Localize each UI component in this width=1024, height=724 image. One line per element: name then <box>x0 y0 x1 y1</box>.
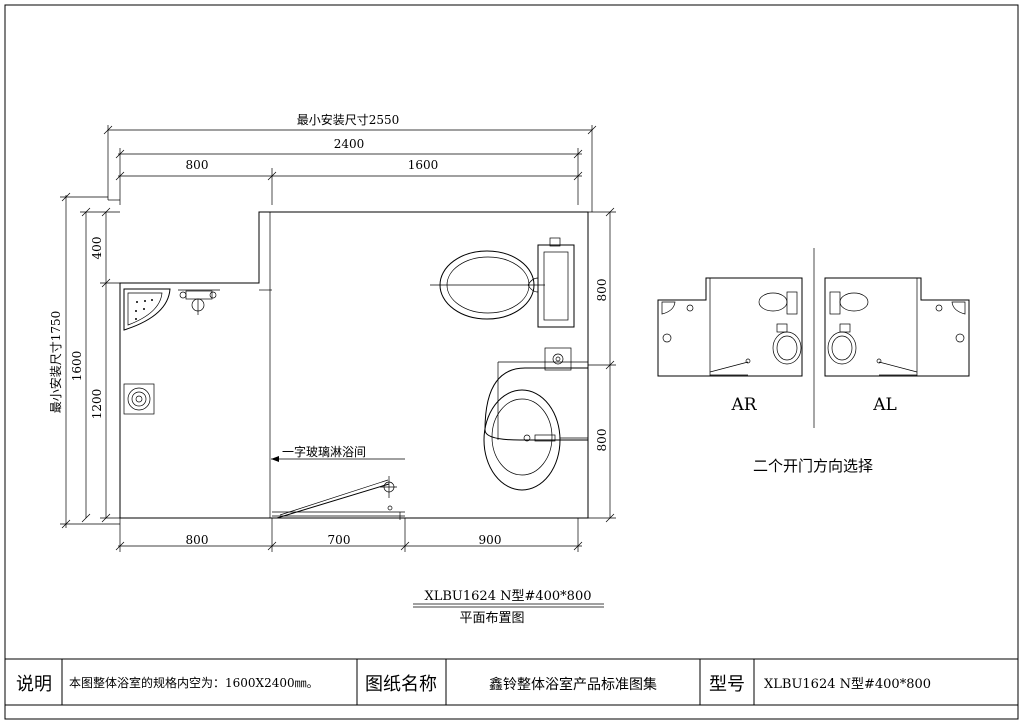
shower-mixer <box>178 289 220 315</box>
dim-min-install-width: 最小安装尺寸2550 <box>297 112 400 127</box>
dim-min-install-height: 最小安装尺寸1750 <box>48 311 63 414</box>
drawing-name-header: 图纸名称 <box>365 674 437 695</box>
model-value: XLBU1624 N型#400*800 <box>764 677 931 692</box>
dim-top-left: 800 <box>186 158 209 172</box>
glass-shower-door <box>272 476 405 520</box>
door-option-ar <box>657 277 803 377</box>
outer-wall <box>119 211 589 519</box>
door-options: AR AL 二个开门方向选择 <box>657 248 970 475</box>
dim-top-right: 1600 <box>408 158 439 172</box>
door-option-ar-label: AR <box>730 395 757 415</box>
dim-right-lower: 800 <box>595 429 609 452</box>
dim-bottom-mid: 700 <box>328 533 351 547</box>
note-text: 本图整体浴室的规格内空为：1600X2400㎜。 <box>69 675 319 690</box>
door-options-caption: 二个开门方向选择 <box>753 457 873 475</box>
floor-drain-shower <box>123 383 155 415</box>
model-title: XLBU1624 N型#400*800 <box>424 589 591 604</box>
dim-total-width: 2400 <box>334 137 365 151</box>
sheet-border <box>4 4 1019 720</box>
drawing-name: 鑫铃整体浴室产品标准图集 <box>489 676 657 693</box>
title-block: 说明 本图整体浴室的规格内空为：1600X2400㎜。 图纸名称 鑫铃整体浴室产… <box>4 658 1019 706</box>
floor-plan: 一字玻璃淋浴间 最小安装尺寸2550 2400 800 1600 最小安装尺寸1 <box>48 112 616 626</box>
floor-drain-right <box>544 347 572 371</box>
door-option-al <box>824 277 970 377</box>
dim-left-1200: 1200 <box>90 389 104 420</box>
dim-bottom-left: 800 <box>186 533 209 547</box>
dim-right-upper: 800 <box>595 279 609 302</box>
door-option-al-label: AL <box>872 395 897 415</box>
shower-label: 一字玻璃淋浴间 <box>282 444 366 459</box>
model-header: 型号 <box>709 674 745 695</box>
corner-shelf <box>123 288 171 331</box>
toilet <box>430 237 575 328</box>
dim-bottom-right: 900 <box>479 533 502 547</box>
washbasin <box>483 367 588 491</box>
dim-left-400: 400 <box>90 237 104 260</box>
note-header: 说明 <box>16 674 52 695</box>
plan-subtitle: 平面布置图 <box>459 611 524 626</box>
dim-left-1600: 1600 <box>70 351 84 382</box>
